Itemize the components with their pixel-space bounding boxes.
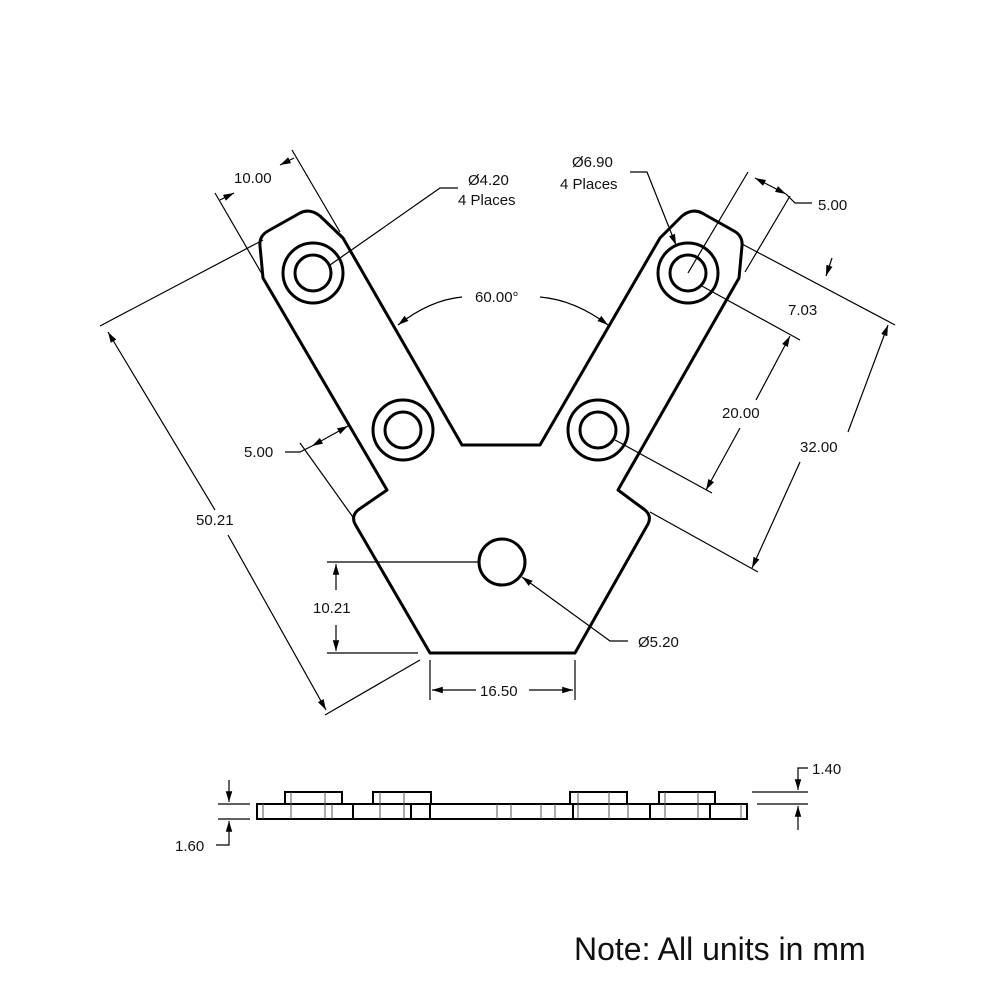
svg-text:Ø4.20: Ø4.20 xyxy=(468,172,509,189)
dim-boss-height: 1.40 xyxy=(752,761,841,830)
svg-text:7.03: 7.03 xyxy=(788,302,817,319)
svg-text:4 Places: 4 Places xyxy=(560,176,618,193)
dim-center-hole: Ø5.20 xyxy=(521,576,679,651)
dim-edge-offset: 5.00 xyxy=(244,425,356,521)
side-view xyxy=(256,791,748,820)
svg-text:1.60: 1.60 xyxy=(175,838,204,855)
svg-text:32.00: 32.00 xyxy=(800,439,838,456)
svg-text:Ø6.90: Ø6.90 xyxy=(572,154,613,171)
dim-plate-thickness: 1.60 xyxy=(175,780,250,855)
dim-angle: 60.00° xyxy=(397,289,609,326)
dim-arm-length: 32.00 xyxy=(649,324,889,573)
svg-text:20.00: 20.00 xyxy=(722,405,760,422)
dim-tip-offset: 5.00 xyxy=(687,171,847,274)
svg-text:1.40: 1.40 xyxy=(812,761,841,778)
svg-text:16.50: 16.50 xyxy=(480,683,518,700)
svg-text:5.00: 5.00 xyxy=(244,444,273,461)
dim-overall-length: 50.21 xyxy=(99,239,421,716)
svg-text:5.00: 5.00 xyxy=(818,197,847,214)
dim-arm-width: 10.00 xyxy=(214,149,341,275)
svg-text:10.21: 10.21 xyxy=(313,600,351,617)
dim-tip-depth: 7.03 xyxy=(741,243,896,326)
units-note: Note: All units in mm xyxy=(574,931,866,967)
svg-text:60.00°: 60.00° xyxy=(475,289,519,306)
holes xyxy=(281,241,720,587)
dim-small-hole: Ø4.20 4 Places xyxy=(329,172,516,266)
svg-text:Ø5.20: Ø5.20 xyxy=(638,634,679,651)
dim-center-hole-height: 10.21 xyxy=(313,561,478,654)
svg-text:10.00: 10.00 xyxy=(234,170,272,187)
part-outline xyxy=(258,209,744,655)
dim-large-hole: Ø6.90 4 Places xyxy=(560,154,677,246)
dim-bottom-width: 16.50 xyxy=(429,660,576,700)
svg-text:50.21: 50.21 xyxy=(196,512,234,529)
dim-hole-spacing: 20.00 xyxy=(614,284,801,494)
svg-text:4 Places: 4 Places xyxy=(458,192,516,209)
